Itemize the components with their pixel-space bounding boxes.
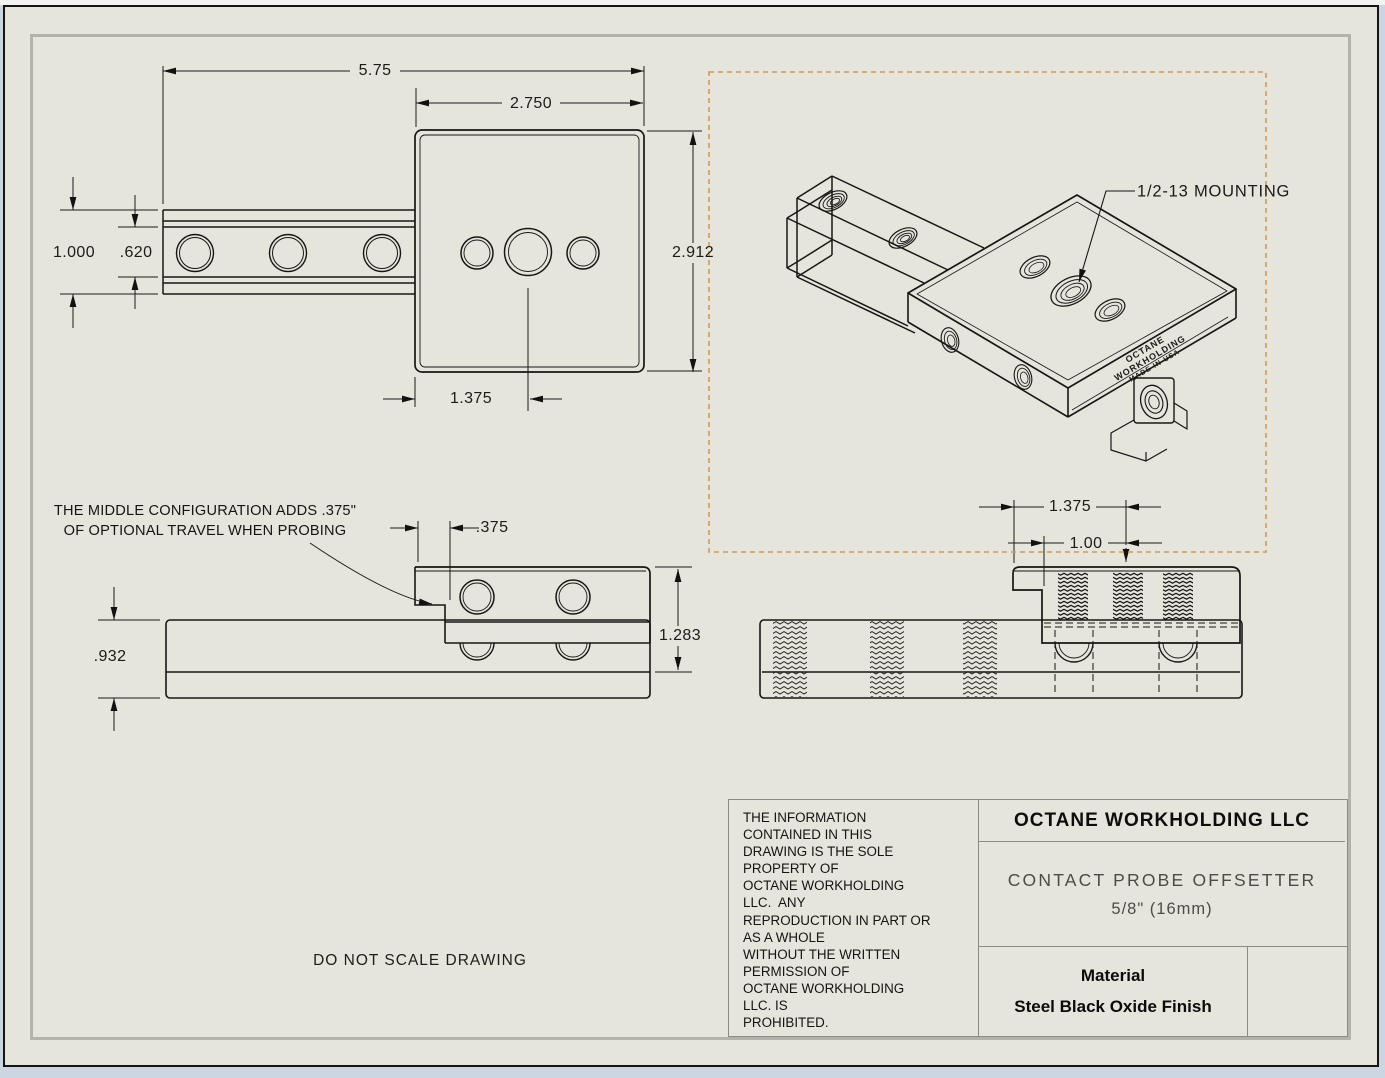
right-side-view-dims <box>979 500 1162 586</box>
front-view-dims <box>60 66 702 411</box>
title-block: THE INFORMATION CONTAINED IN THIS DRAWIN… <box>728 799 1348 1037</box>
dim-travel: .375 <box>475 519 509 536</box>
dim-plate-height: 2.912 <box>671 244 715 261</box>
dim-bar-height: .932 <box>93 648 127 665</box>
front-view <box>162 129 645 373</box>
drawing-frame <box>30 34 1351 1040</box>
drawing-sheet <box>3 5 1379 1067</box>
highlight-box <box>708 71 1267 553</box>
mounting-callout: 1/2-13 MOUNTING <box>1137 182 1291 201</box>
left-side-view-dims <box>98 521 692 731</box>
dim-overall-width: 5.75 <box>358 62 392 79</box>
dim-plate-width: 2.750 <box>509 95 553 112</box>
dim-hole-offset: 1.375 <box>449 390 493 407</box>
left-side-view <box>165 566 651 699</box>
dim-hole-spacing-inner: 1.00 <box>1069 535 1103 552</box>
iso-view <box>786 175 1237 462</box>
dim-hole-spacing: 1.375 <box>1048 498 1092 515</box>
title-block-empty-cell <box>1248 946 1347 1036</box>
dim-rail-height: 1.000 <box>52 244 96 261</box>
note-line-2: OF OPTIONAL TRAVEL WHEN PROBING <box>63 523 347 539</box>
note-line-1: THE MIDDLE CONFIGURATION ADDS .375" <box>53 503 357 519</box>
dim-total-height: 1.283 <box>658 627 702 644</box>
middle-configuration-note: THE MIDDLE CONFIGURATION ADDS .375" OF O… <box>40 501 370 541</box>
top-strip <box>0 0 1385 5</box>
material-cell: Material Steel Black Oxide Finish <box>979 946 1248 1036</box>
right-side-view <box>759 566 1243 699</box>
dim-slot-height: .620 <box>119 244 153 261</box>
do-not-scale-note: DO NOT SCALE DRAWING <box>313 952 527 969</box>
material-value: Steel Black Oxide Finish <box>1014 997 1212 1016</box>
part-size: 5/8" (16mm) <box>1111 900 1213 918</box>
material-label: Material <box>1080 966 1146 985</box>
title-block-disclaimer: THE INFORMATION CONTAINED IN THIS DRAWIN… <box>729 800 979 1036</box>
company-name: OCTANE WORKHOLDING LLC <box>979 800 1345 842</box>
part-title: CONTACT PROBE OFFSETTER <box>1007 870 1317 890</box>
part-title-cell: CONTACT PROBE OFFSETTER 5/8" (16mm) <box>979 843 1345 946</box>
